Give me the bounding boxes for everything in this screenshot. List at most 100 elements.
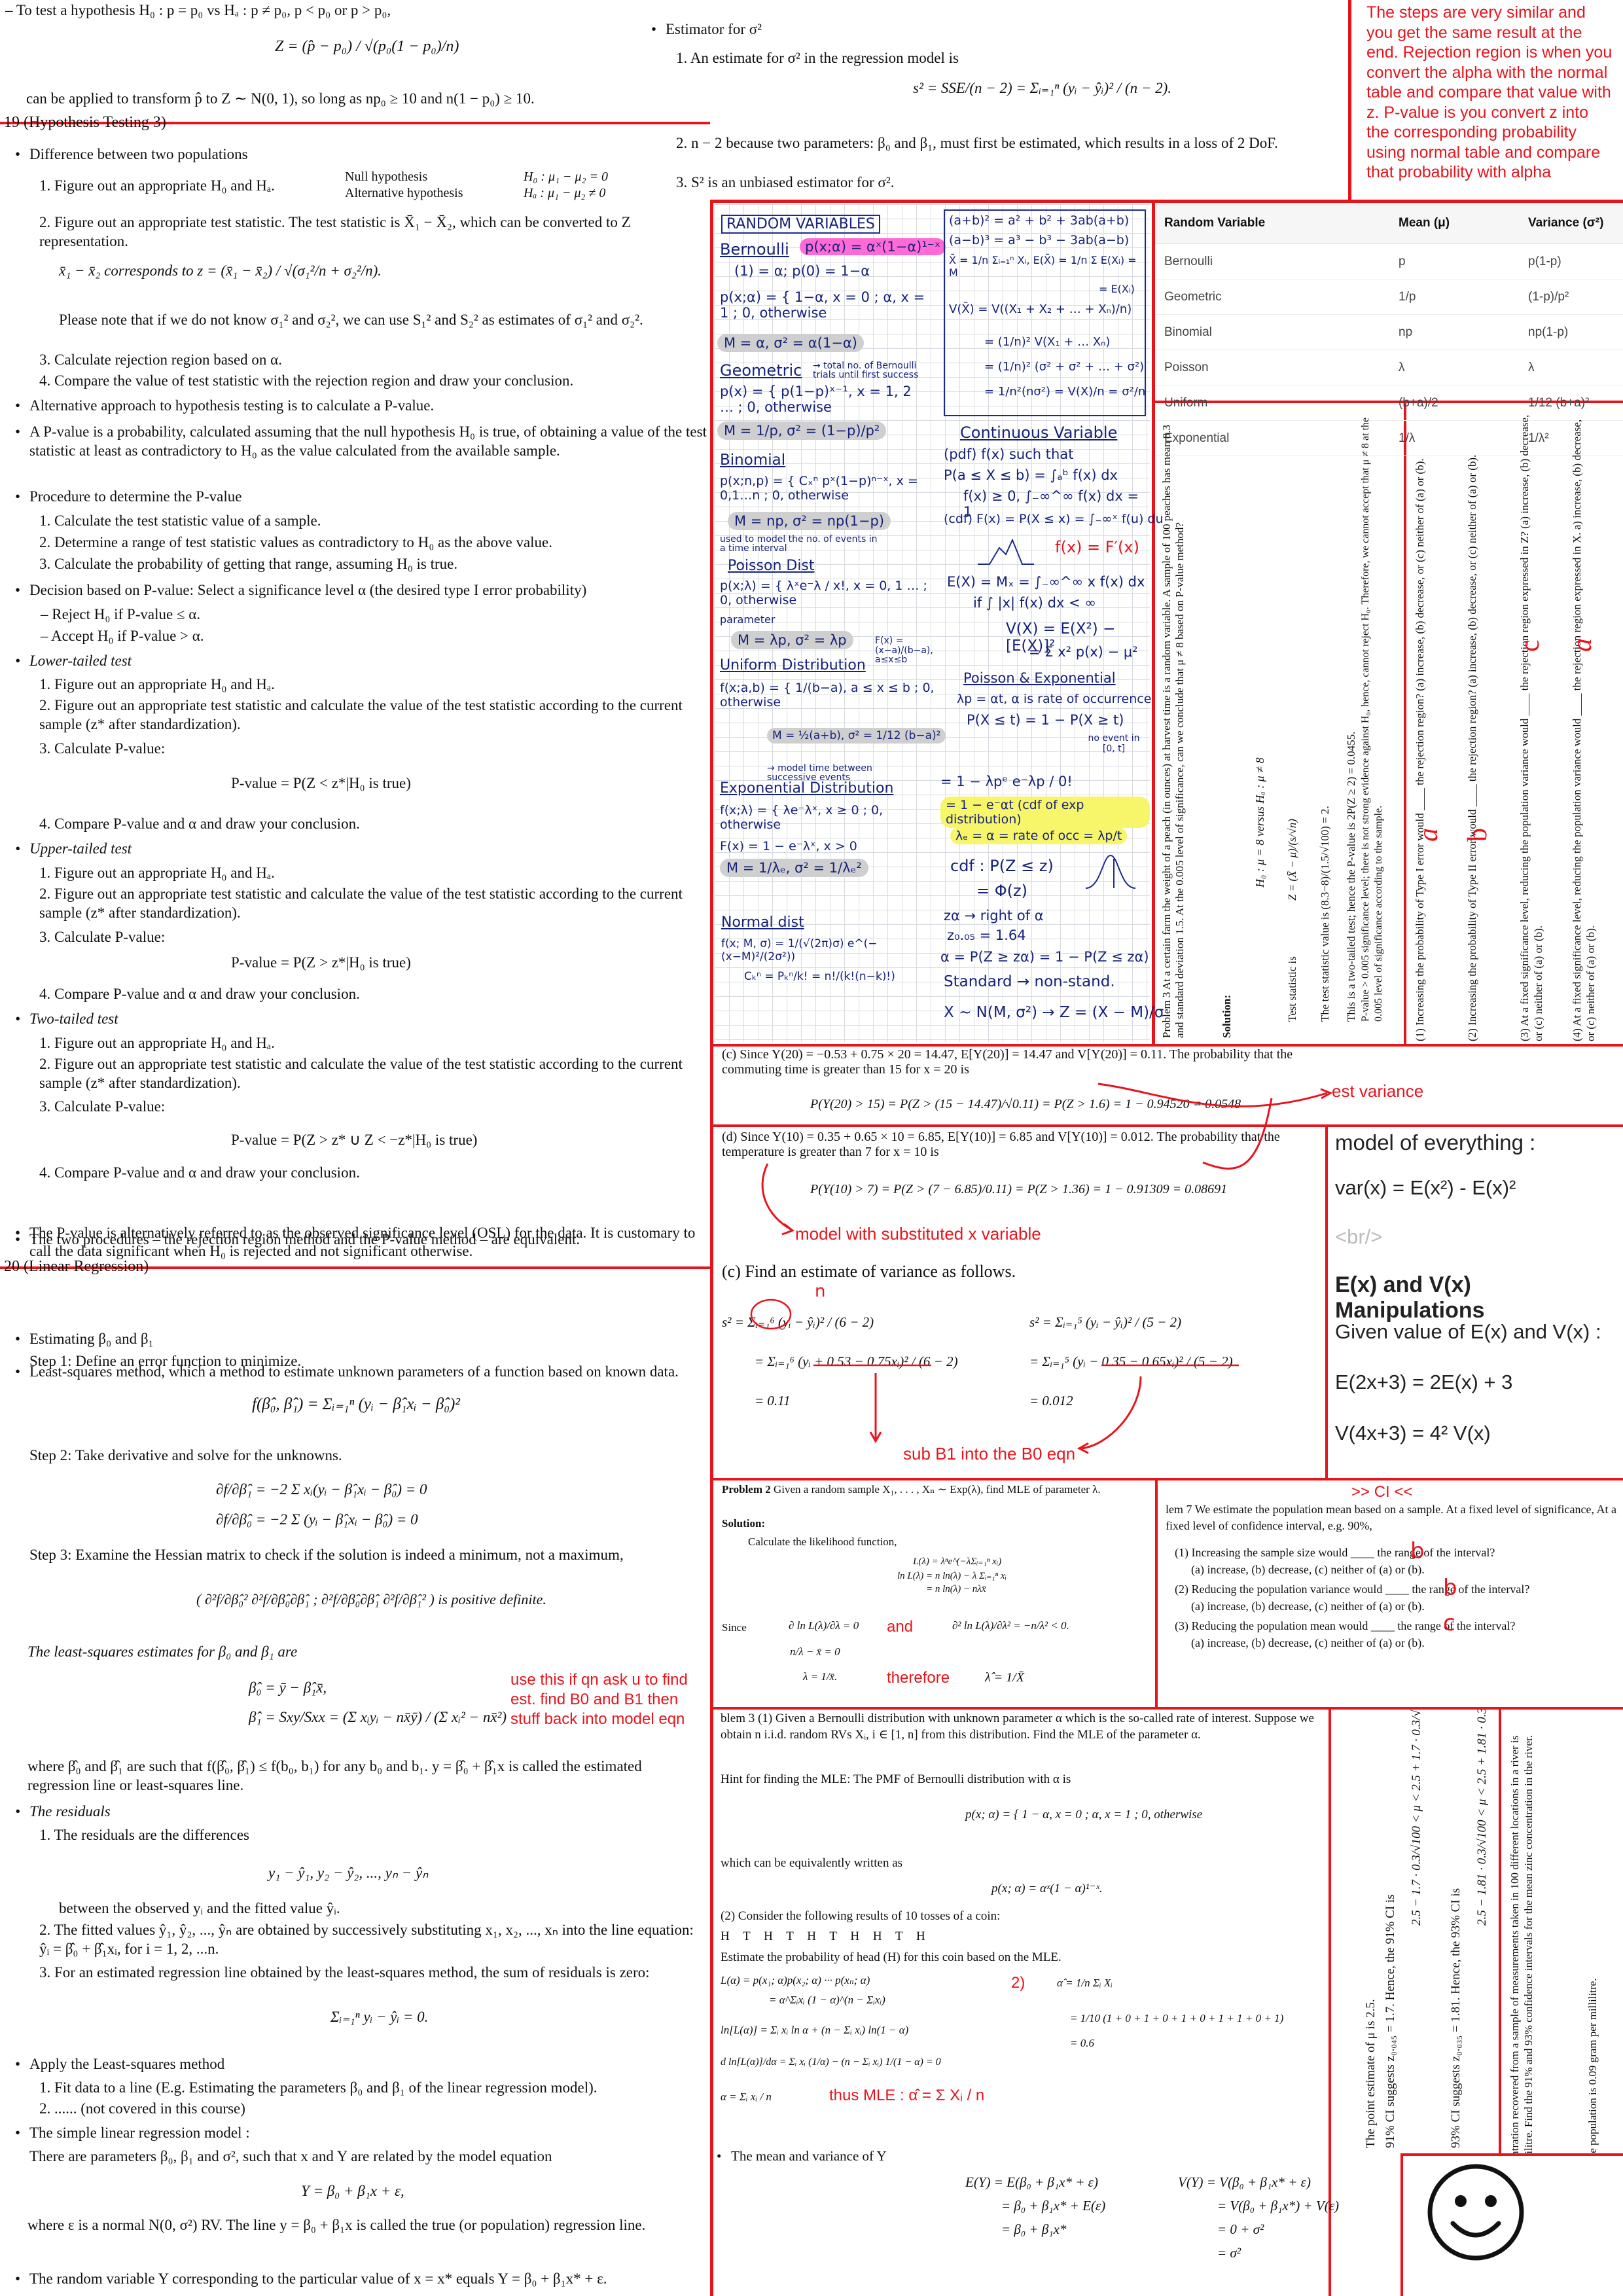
where-paragraph: where β̂₀ and β̂₁ are such that f(β̂₀, β… [27,1758,642,1793]
question-2: (2) Increasing the probability of Type I… [1466,454,1478,1041]
step-2: Step 2: Take derivative and solve for th… [29,1447,342,1463]
question-1: (1) Increasing the probability of Type I… [1414,458,1426,1041]
table-cell: p [1389,243,1519,279]
section-20-title: 20 (Linear Regression) [4,1258,149,1275]
hessian-matrix: ( ∂²f/∂β̂₀² ∂²f/∂β̂₀∂β̂₁ ; ∂²f/∂β̂₀∂β̂₁ … [196,1591,546,1607]
normal-cdf: cdf : P(Z ≤ z) [950,857,1054,875]
example-c: (c) Since Y(20) = −0.53 + 0.75 × 20 = 14… [722,1047,1293,1077]
poisson-parameter: parameter [720,613,776,626]
variance-eq-c: = 0.11 [755,1393,791,1408]
mle-L5: α = Σᵢ xᵢ / n [721,2090,772,2103]
residuals-title: The residuals [15,1803,111,1821]
red-note-rejection: The steps are very similar and you get t… [1366,3,1613,181]
mle-estimate-prompt: Estimate the probability of head (H) for… [721,1950,1061,1964]
frame-vertical-q [1404,401,1406,1044]
upper-pvalue-eq: P-value = P(Z > z*|H₀ is true) [231,954,411,971]
problem3-mle-block: blem 3 (1) Given a Bernoulli distributio… [717,1710,1329,2168]
intro-equation: Z = (p̂ − p₀) / √(p₀(1 − p₀)/n) [275,38,459,55]
poisson-title: Poisson Dist [728,558,815,574]
ci-a1: b [1410,1538,1425,1564]
section-19-title: 19 (Hypothesis Testing 3) [4,114,166,131]
formula-box-line1: (a+b)² = a² + b² + 3ab(a+b) [949,213,1130,228]
null-hypothesis-eq: H₀ : μ₁ − μ₂ = 0 [524,170,609,184]
problem3-z: Z = (X̄ − μ)/(s/√n) [1286,819,1298,901]
ey-line3: = β₀ + β₁x* [1001,2221,1067,2237]
ci93-text: 93% CI suggests z₀.₀₃₅ = 1.81. Hence, th… [1449,1888,1463,2148]
table-cell: λ [1519,350,1623,386]
ci91-text: 91% CI suggests z₀.₀₄₅ = 1.7. Hence, the… [1383,1894,1397,2148]
problem3-solution: Solution: [1221,994,1233,1038]
poisson-note: used to model the no. of events in a tim… [720,534,878,554]
step-d4: 4. Compare the value of test statistic w… [39,372,574,389]
table-cell: λ [1389,350,1519,386]
ci-q1: (1) Increasing the sample size would ___… [1175,1546,1495,1559]
estimator-step3: 3. S² is an unbiased estimator for σ². [676,174,895,190]
mle-part2: (2) Consider the following results of 10… [721,1909,1001,1923]
alt-hypothesis-label: Alternative hypothesis [345,186,463,200]
poisson-exp-line2: P(X ≤ t) = 1 − P(X ≥ t) [967,712,1124,728]
poisson-pmf: p(x;λ) = { λˣe⁻λ / x!, x = 0, 1 … ; 0, o… [720,579,927,607]
table-cell: 1/λ [1389,420,1519,456]
rv-table-header: Random Variable Mean (μ) Variance (σ²) [1155,203,1623,244]
table-cell: (b+a)/2 [1389,385,1519,421]
bernoulli-line2: p(x;α) = { 1−α, x = 0 ; α, x = 1 ; 0, ot… [720,289,925,321]
beta1-estimate: β̂₁ = Sxy/Sxx = (Σ xᵢyᵢ − nx̄ȳ) / (Σ xᵢ²… [249,1709,507,1725]
rotated-problem5: lem 5 The average zinc concentration rec… [1501,1710,1623,2153]
mle-L1: L(α) = p(x₁; α)p(x₂; α) ··· p(xₙ; α) [721,1974,870,1986]
procedure-step3: 3. Calculate the probability of getting … [39,556,458,572]
problem2-x1: n/λ − x̄ = 0 [790,1645,840,1658]
lse-intro: The least-squares estimates for β₀ and β… [27,1643,298,1660]
mle-problem: blem 3 (1) Given a Bernoulli distributio… [721,1712,1314,1742]
problem5-text: lem 5 The average zinc concentration rec… [1508,1735,1535,2153]
problem2-final: λ̂ = 1/X̄ [985,1670,1024,1685]
formula-box-line4: V(X̄) = V((X₁ + X₂ + … + Xₙ)/n) [949,302,1132,316]
variance-estimate-title: (c) Find an estimate of variance as foll… [722,1262,1016,1281]
ci-q1-options: (a) increase, (b) decrease, (c) neither … [1191,1563,1425,1576]
exponential-moments: M = 1/λₑ, σ² = 1/λₑ² [720,859,868,877]
problem3-two-tailed: This is a two-tailed test; hence the P-v… [1345,731,1357,1022]
accept-rule: – Accept H₀ if P-value > α. [41,628,204,644]
problem3-text: Problem 3 At a certain farm the weight o… [1160,424,1186,1038]
z-alpha-line3: α = P(Z ≥ zα) = 1 − P(Z ≤ zα) [940,949,1149,965]
residuals-step3: 3. For an estimated regression line obta… [39,1964,650,1981]
rv-table-header-cell: Variance (σ²) [1519,203,1623,244]
frame-line-row2 [710,1124,1623,1127]
apply-step2: 2. ...... (not covered in this course) [39,2100,245,2117]
lower-tailed-title: Lower-tailed test [15,652,132,671]
exponential-note: → model time between successive events [767,763,872,783]
step-d1: 1. Figure out an appropriate H₀ and Hₐ. [39,177,275,194]
frame-line-mid-left [0,1266,710,1269]
step-3: Step 3: Examine the Hessian matrix to ch… [29,1547,624,1563]
given-values: Given value of E(x) and V(x) : [1335,1320,1601,1343]
answer-1: a [1414,828,1444,842]
problem2-calc: Calculate the likelihood function, [748,1535,897,1548]
rotated-questions: (1) Increasing the probability of Type I… [1406,403,1623,1044]
formula-box-line5: = (1/n)² V(X₁ + … Xₙ) [984,335,1111,349]
standardize-eq: X ∼ N(M, σ²) → Z = (X − M)/σ [944,1004,1164,1021]
geometric-note: → total no. of Bernoulli trials until fi… [813,361,919,380]
equivalence: The two procedures – the rejection regio… [15,1230,580,1249]
problem3-hypotheses: H₀ : μ = 8 versus Hₐ : μ ≠ 8 [1253,757,1266,888]
ci-q3: (3) Reducing the population mean would _… [1175,1619,1516,1632]
ci-title: >> CI << [1351,1483,1413,1501]
derivative-eq-2: ∂f/∂β̂₀ = −2 Σ (yᵢ − β̂₁xᵢ − β̂₀) = 0 [216,1511,418,1528]
ci-a3: c [1443,1610,1455,1636]
step-d3: 3. Calculate rejection region based on α… [39,351,282,368]
example-d: (d) Since Y(10) = 0.35 + 0.65 × 10 = 6.8… [722,1130,1280,1159]
frame-vertical-rotci [1329,1707,1331,2296]
answer-2: b [1463,828,1493,842]
frame-vertical-notes [1325,1124,1328,1479]
problem2-solution: Solution: [722,1517,766,1530]
residuals-eq: y₁ − ŷ₁, y₂ − ŷ₂, ..., yₙ − ŷₙ [268,1865,429,1881]
mle-alpha-hat: α̂ = 1/n Σᵢ Xᵢ [1057,1977,1113,1989]
table-cell: Geometric [1155,279,1389,315]
uniform-cdf: F(x) = (x−a)/(b−a), a≤x≤b [875,636,933,666]
reject-rule: – Reject H₀ if P-value ≤ α. [41,606,201,622]
table-cell: Binomial [1155,314,1389,350]
problem2-x2: λ = 1/x̄. [803,1670,838,1683]
normal-cdf-phi: = Φ(z) [976,882,1027,900]
ci91-eq: 2.5 − 1.7 · 0.3/√100 < μ < 2.5 + 1.7 · 0… [1410,1710,1423,1926]
